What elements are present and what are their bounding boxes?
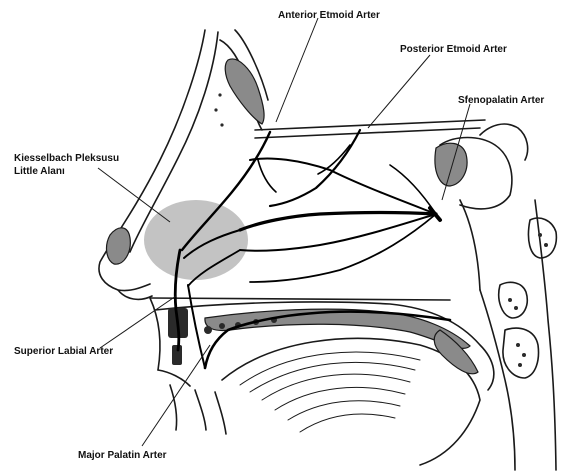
leader-superior-labial [100,296,176,348]
label-superior-labial: Superior Labial Arter [14,346,113,357]
label-major-palatine: Major Palatin Arter [78,450,167,461]
labels: Anterior Etmoid Arter Posterior Etmoid A… [14,10,544,461]
septal-cartilage-shape [107,228,131,264]
sphenoid-shape [435,143,467,186]
label-sphenopalatine: Sfenopalatin Arter [458,95,544,106]
palate-shape [205,309,470,348]
label-posterior-ethmoid: Posterior Etmoid Arter [400,44,507,55]
leader-anterior-ethmoid [276,18,318,122]
label-kiesselbach-line2: Little Alanı [14,166,65,177]
kiesselbach-area [144,200,248,280]
sphenopalatine-branch-3 [250,214,436,282]
posterior-ethmoid-artery [270,130,360,206]
label-kiesselbach-line1: Kiesselbach Pleksusu [14,153,119,164]
anterior-ethmoid-branch [258,160,276,192]
sphenopalatine-branch-1 [250,158,436,214]
sphenopalatine-artery [240,213,436,231]
label-anterior-ethmoid: Anterior Etmoid Arter [278,10,380,21]
leader-posterior-ethmoid [368,55,430,128]
nasal-bone-shape [225,59,264,124]
